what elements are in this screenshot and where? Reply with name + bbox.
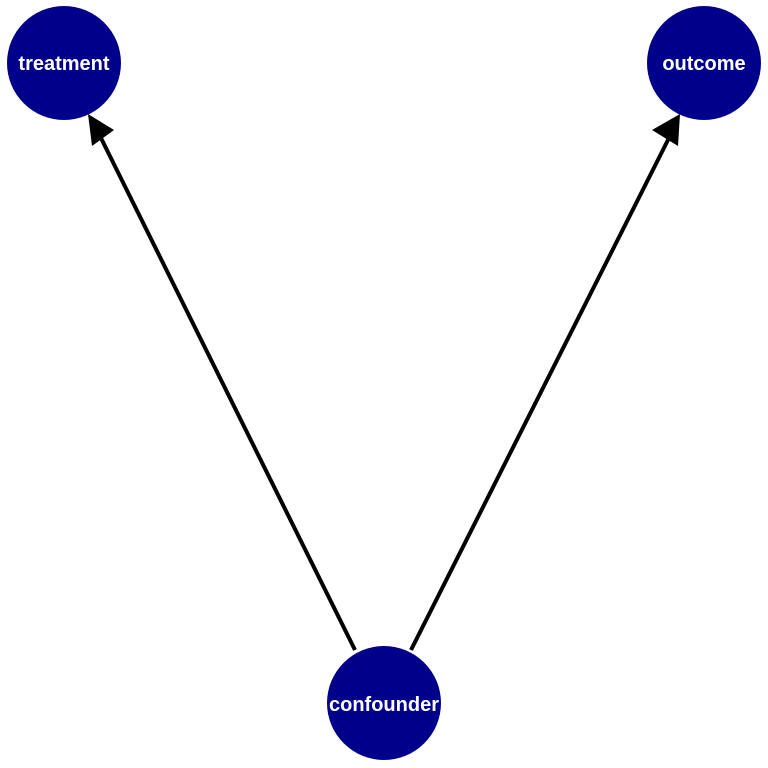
edges-group — [88, 114, 680, 651]
node-label-treatment: treatment — [18, 53, 109, 75]
node-treatment[interactable]: treatment — [7, 6, 121, 120]
node-label-outcome: outcome — [662, 53, 745, 75]
arrowhead-treatment-icon — [88, 114, 114, 146]
node-confounder[interactable]: confounder — [327, 646, 441, 760]
node-circle-outcome — [647, 6, 761, 120]
arrowhead-outcome-icon — [652, 114, 680, 146]
edge-confounder-to-outcome — [409, 127, 676, 651]
node-circle-confounder — [327, 646, 441, 760]
node-circle-treatment — [7, 6, 121, 120]
edge-confounder-to-treatment — [94, 127, 357, 651]
node-outcome[interactable]: outcome — [647, 6, 761, 120]
node-label-confounder: confounder — [329, 694, 439, 716]
